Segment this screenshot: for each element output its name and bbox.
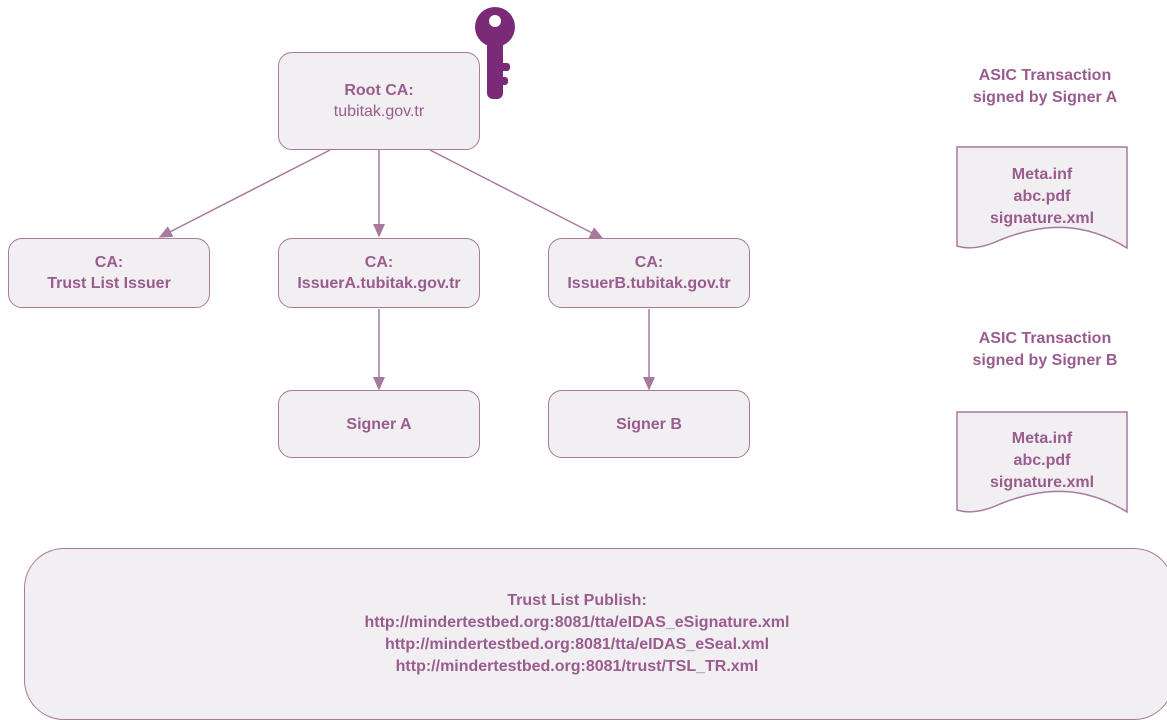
asic-b-file: abc.pdf (1013, 452, 1071, 469)
root-ca-title: Root CA: (344, 82, 414, 99)
signer-b-box: Signer B (548, 390, 750, 458)
publish-title: Trust List Publish: (507, 592, 647, 609)
trust-list-publish-box: Trust List Publish: http://mindertestbed… (24, 548, 1167, 720)
publish-url[interactable]: http://mindertestbed.org:8081/tta/eIDAS_… (364, 614, 790, 631)
signer-a-label: Signer A (346, 415, 412, 433)
asic-b-file: signature.xml (989, 474, 1095, 491)
arrow-root-to-issuer-b (429, 149, 604, 239)
asic-a-file: signature.xml (989, 210, 1095, 227)
asic-a-title-line2: signed by Signer A (972, 89, 1118, 106)
asic-doc-a-shape (956, 146, 1128, 250)
ca-issuer-b-name: IssuerB.tubitak.gov.tr (567, 275, 731, 292)
asic-doc-b-shape (956, 411, 1128, 514)
publish-url[interactable]: http://mindertestbed.org:8081/trust/TSL_… (395, 658, 759, 675)
asic-a-file: Meta.inf (1011, 166, 1073, 183)
ca-trust-title: CA: (94, 254, 124, 271)
asic-b-file: Meta.inf (1011, 430, 1073, 447)
ca-issuer-a-name: IssuerA.tubitak.gov.tr (297, 275, 461, 292)
arrow-root-to-trust (158, 149, 331, 238)
asic-b-title: ASIC Transaction signed by Signer B (950, 328, 1140, 372)
ca-issuer-a-box: CA: IssuerA.tubitak.gov.tr (278, 238, 480, 308)
signer-a-box: Signer A (278, 390, 480, 458)
root-ca-box: Root CA: tubitak.gov.tr (278, 52, 480, 150)
asic-a-title: ASIC Transaction signed by Signer A (950, 65, 1140, 109)
publish-url[interactable]: http://mindertestbed.org:8081/tta/eIDAS_… (384, 636, 770, 653)
asic-b-title-line1: ASIC Transaction (978, 330, 1112, 347)
asic-b-title-line2: signed by Signer B (972, 352, 1118, 369)
key-icon (475, 7, 515, 99)
ca-issuer-b-title: CA: (634, 254, 664, 271)
asic-a-files: Meta.inf abc.pdf signature.xml (957, 164, 1127, 230)
asic-b-files: Meta.inf abc.pdf signature.xml (957, 428, 1127, 494)
signer-b-label: Signer B (616, 415, 682, 433)
root-ca-domain: tubitak.gov.tr (333, 103, 425, 120)
ca-issuer-a-title: CA: (364, 254, 394, 271)
asic-a-title-line1: ASIC Transaction (978, 67, 1112, 84)
ca-trust-name: Trust List Issuer (47, 275, 171, 292)
ca-issuer-b-box: CA: IssuerB.tubitak.gov.tr (548, 238, 750, 308)
ca-trust-list-issuer-box: CA: Trust List Issuer (8, 238, 210, 308)
asic-a-file: abc.pdf (1013, 188, 1071, 205)
